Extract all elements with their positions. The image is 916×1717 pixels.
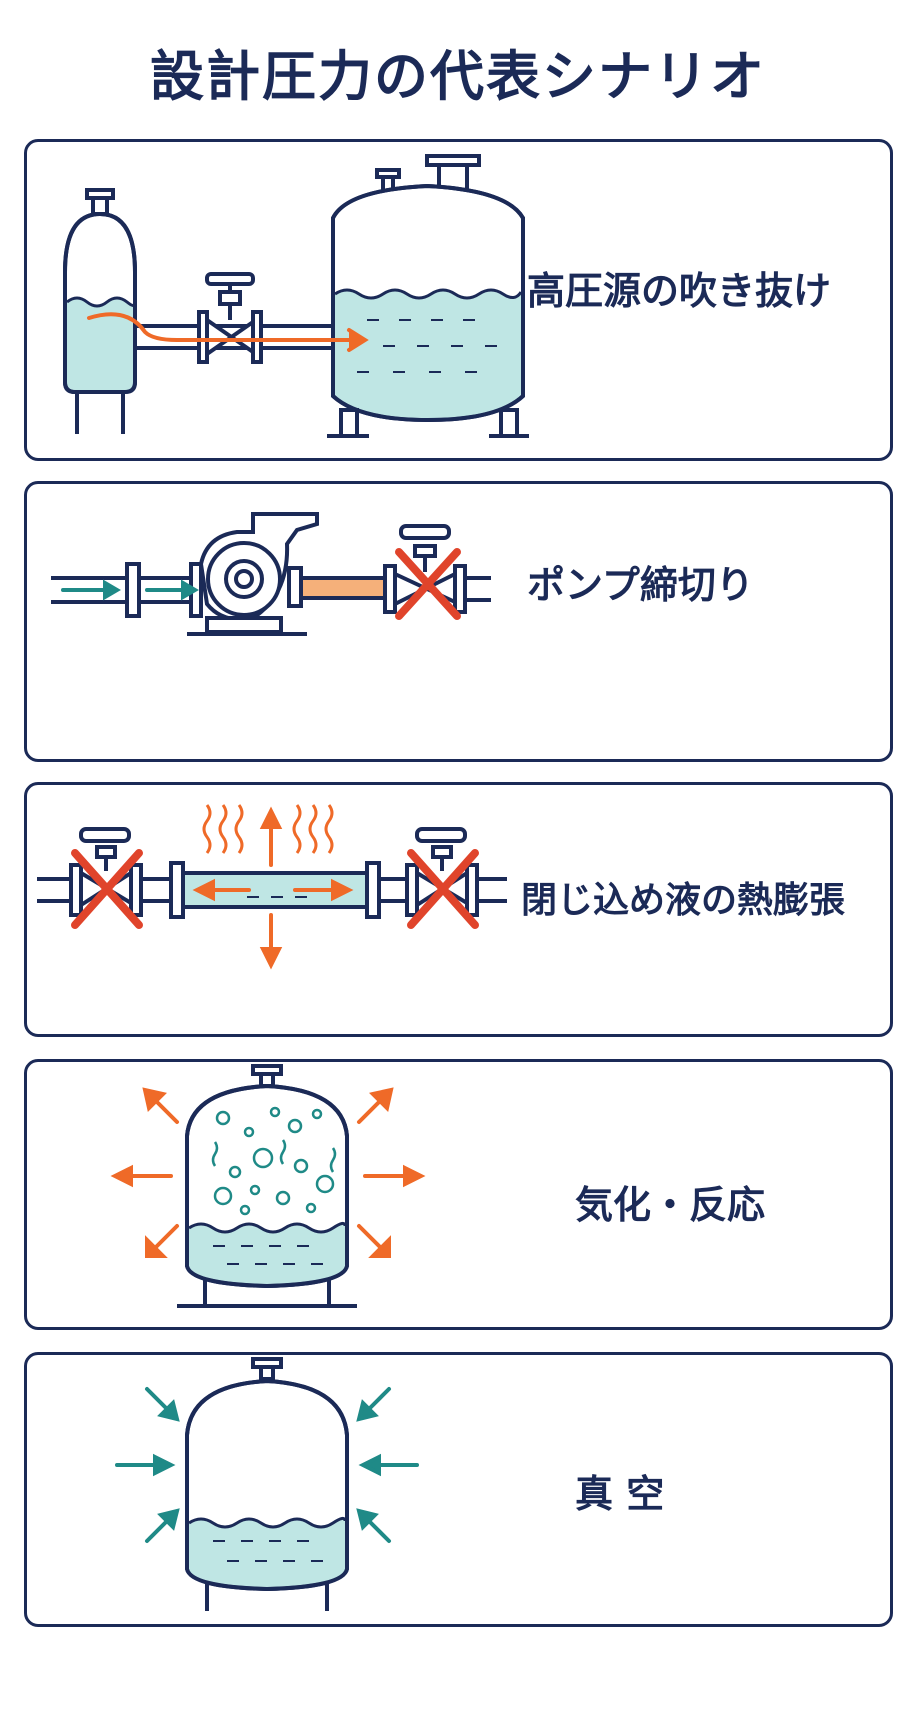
blocked-cross-icon xyxy=(395,548,461,620)
reactor-vessel-icon xyxy=(177,1064,357,1308)
thermal-expansion-illustration xyxy=(37,804,507,970)
vacuum-illustration xyxy=(115,1357,419,1611)
small-vessel-icon xyxy=(63,188,137,434)
pressure-in-arrows-icon xyxy=(115,1387,419,1543)
scenario-label: 高圧源の吹き抜け xyxy=(527,269,832,313)
scenario-card-blow-through: 高圧源の吹き抜け xyxy=(24,139,893,461)
blocked-cross-icon xyxy=(71,849,479,929)
scenario-card-vaporization: 気化・反応 xyxy=(24,1059,893,1330)
page-title: 設計圧力の代表シナリオ xyxy=(150,45,766,108)
pump-shutoff-illustration xyxy=(51,512,491,636)
flow-arrow-icon xyxy=(87,312,369,352)
bubbles-icon xyxy=(211,1106,337,1216)
scenario-label: 気化・反応 xyxy=(575,1183,766,1227)
blow-through-illustration xyxy=(63,154,529,438)
pressure-out-arrows-icon xyxy=(110,1087,426,1258)
connecting-pipe-icon xyxy=(133,272,335,364)
large-tank-icon xyxy=(327,154,529,438)
scenario-label: 閉じ込め液の熱膨張 xyxy=(521,880,846,921)
scenario-label: 真 空 xyxy=(575,1472,665,1516)
expansion-arrows-icon xyxy=(192,806,354,970)
scenario-card-vacuum: 真 空 xyxy=(24,1352,893,1627)
scenario-card-thermal-expansion: 閉じ込め液の熱膨張 xyxy=(24,782,893,1037)
pump-icon xyxy=(187,512,319,636)
inflow-arrows-icon xyxy=(61,579,199,601)
heat-waves-icon xyxy=(202,804,334,854)
vacuum-vessel-icon xyxy=(185,1357,349,1611)
scenario-label: ポンプ締切り xyxy=(527,563,754,607)
discharge-pipe-icon xyxy=(299,524,491,614)
liquid-dash-marks xyxy=(213,1540,323,1562)
liquid-dash-marks xyxy=(213,1245,323,1265)
vaporization-illustration xyxy=(110,1064,426,1308)
scenario-card-pump-shutoff: ポンプ締切り xyxy=(24,481,893,762)
